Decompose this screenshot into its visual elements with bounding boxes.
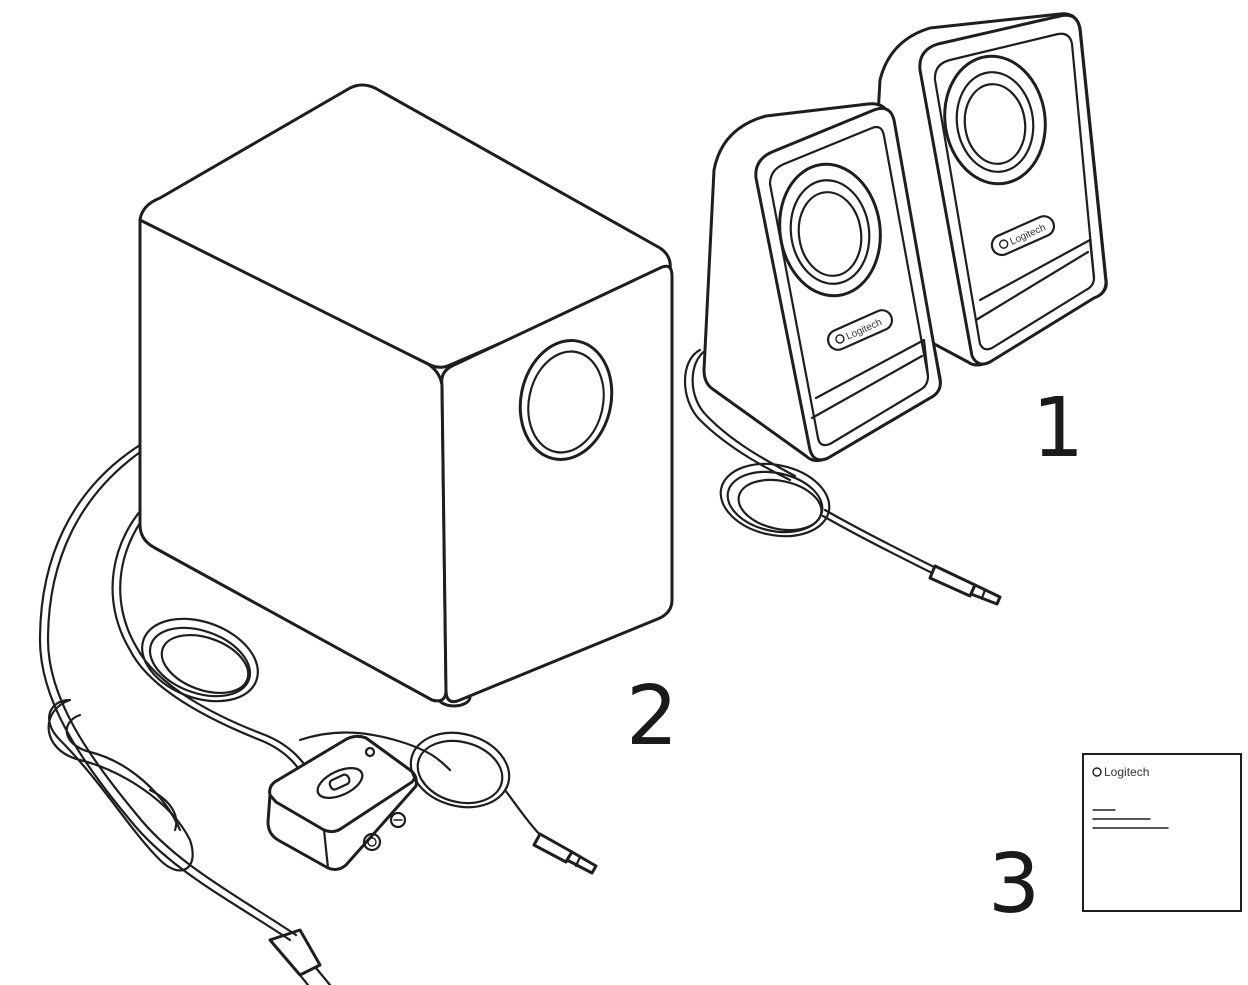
documentation-booklet: Logitech xyxy=(1082,753,1242,912)
satellite-speaker-left: Logitech xyxy=(702,102,942,463)
callout-number-subwoofer: 2 xyxy=(626,669,678,764)
document-title: Logitech xyxy=(1104,765,1149,779)
callout-number-speakers: 1 xyxy=(1032,381,1084,476)
subwoofer-cable xyxy=(111,498,318,787)
power-cord xyxy=(38,443,332,985)
callout-number-documentation: 3 xyxy=(988,837,1040,932)
subwoofer xyxy=(138,83,674,708)
volume-control-pod xyxy=(266,734,418,871)
subwoofer-driver xyxy=(518,339,614,461)
satellite-speaker-right: Logitech xyxy=(866,12,1108,367)
input-cable xyxy=(298,731,598,875)
speaker-cable xyxy=(683,348,1002,606)
